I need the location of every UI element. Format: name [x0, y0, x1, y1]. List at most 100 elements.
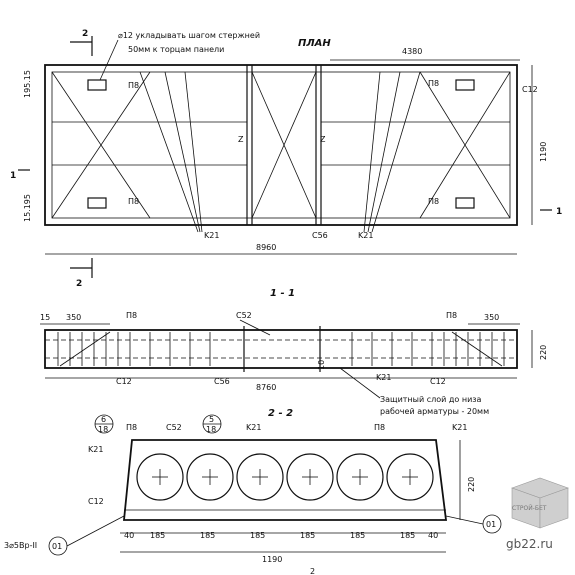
s22-dim-6: 185: [400, 531, 415, 540]
plan-k21-1: K21: [204, 231, 219, 240]
s11-c56: C56: [214, 377, 230, 386]
plan-k21-2: K21: [358, 231, 373, 240]
plan-fan-5: [367, 71, 401, 233]
plan-c12: C12: [522, 85, 538, 94]
plan-fan-2: [164, 71, 201, 233]
plan-c56: C56: [312, 231, 328, 240]
s22-mark-01-right-leader: [445, 515, 484, 525]
plan-fan-1: [139, 71, 199, 233]
s11-cover-note-1: Защитный слой до низа: [380, 395, 482, 404]
s22-dim-4: 185: [300, 531, 315, 540]
section-2-2: 2 - 2 6 18 5 18 П8 C52 K21 П8 K21 K21 C1…: [4, 408, 502, 575]
s22-p8-right: П8: [374, 423, 385, 432]
s11-dim-350-right: 350: [484, 313, 499, 322]
s11-cover-note-2: рабочей арматуры - 20мм: [380, 407, 489, 416]
s11-mark-10: 10: [317, 360, 326, 370]
s11-k21: K21: [376, 373, 391, 382]
s22-mark-01-left-leader: [66, 515, 125, 547]
plan-cut-top-label: 2: [82, 29, 88, 39]
plan-brace-6: [419, 71, 511, 219]
callout-6-top: 6: [101, 415, 106, 424]
s11-p8-right: П8: [446, 311, 457, 320]
s22-dim-0: 40: [124, 531, 134, 540]
plan-z-mark-1: Z: [238, 135, 244, 144]
s11-p8-left: П8: [126, 311, 137, 320]
watermark-site: gb22.ru: [506, 537, 553, 551]
s11-cover-leader: [339, 367, 381, 399]
watermark-logo-text: СТРОЙ-БЕТ: [512, 505, 547, 512]
s22-void-2: [186, 453, 234, 501]
s22-void-3: [236, 453, 284, 501]
callout-6-bottom: 18: [98, 425, 108, 434]
s22-void-circle-5: [336, 453, 384, 501]
s22-c52: C52: [166, 423, 182, 432]
plan-brace-2: [51, 71, 151, 219]
s22-k21-left: K21: [88, 445, 103, 454]
s22-slab-outline: [123, 439, 448, 521]
plan-note-leader: [99, 39, 119, 81]
plan-dim-left-bottom: 15.195: [23, 194, 32, 222]
plan-fan-4: [363, 71, 381, 233]
s22-void-6: [386, 453, 434, 501]
s11-body: [44, 329, 518, 369]
plan-z-mark-2: Z: [320, 135, 326, 144]
watermark: СТРОЙ-БЕТ gb22.ru: [506, 477, 569, 551]
plan-dim-width: 1190: [539, 142, 548, 162]
plan-note-line2: 50мм к торцам панели: [128, 45, 224, 54]
s22-void-circle-4: [286, 453, 334, 501]
plan-dim-right-top: 4380: [402, 47, 422, 56]
plan-p8-1: П8: [128, 81, 139, 90]
s22-mark-01-left: 01: [52, 542, 62, 551]
s22-c12: C12: [88, 497, 104, 506]
s22-void-1: [136, 453, 184, 501]
s22-void-circle-6: [386, 453, 434, 501]
plan-note-line1: ⌀12 укладывать шагом стержней: [118, 31, 260, 40]
plan-loop-3: [455, 79, 475, 91]
plan-outline: [44, 64, 518, 226]
plan-cut-left-label: 1: [10, 171, 16, 181]
plan-p8-3: П8: [428, 79, 439, 88]
plan-cut-bot-label: 2: [76, 279, 82, 289]
s22-rebar-label: 3⌀5Вр-II: [4, 541, 37, 550]
plan-fan-6: [371, 71, 421, 233]
plan-loop-4: [455, 197, 475, 209]
plan-p8-4: П8: [428, 197, 439, 206]
s22-dim-7: 40: [428, 531, 438, 540]
s11-dim-350-left: 350: [66, 313, 81, 322]
s22-dim-5: 185: [350, 531, 365, 540]
s11-c52-leader: [239, 319, 271, 336]
plan-view: ПЛАН ⌀12 укладывать шагом стержней 50мм …: [10, 29, 562, 289]
watermark-logo-right: [539, 487, 569, 529]
s22-dim-height: 220: [467, 477, 476, 492]
plan-p8-2: П8: [128, 197, 139, 206]
s22-void-circle-1: [136, 453, 184, 501]
plan-brace-4: [251, 71, 317, 219]
s22-p8-left: П8: [126, 423, 137, 432]
s22-dim-3: 185: [250, 531, 265, 540]
s11-c12-left: C12: [116, 377, 132, 386]
plan-loop-2: [87, 197, 107, 209]
plan-cut-right-label: 1: [556, 207, 562, 217]
callout-5-bottom: 18: [206, 425, 216, 434]
plan-inner-outline: [51, 71, 511, 219]
s22-k21-top: K21: [246, 423, 261, 432]
s11-dim-15: 15: [40, 313, 50, 322]
s22-dim-2: 185: [200, 531, 215, 540]
s11-diag-1: [59, 331, 111, 367]
plan-dim-total: 8960: [256, 243, 276, 252]
s11-diag-2: [451, 331, 503, 367]
section-1-1: 1 - 1 15 350 350 П8 П8 C52: [40, 288, 548, 416]
s22-void-5: [336, 453, 384, 501]
s22-void-4: [286, 453, 334, 501]
s22-cut-mark: 2: [310, 567, 315, 575]
callout-5-top: 5: [209, 415, 214, 424]
section-2-2-title: 2 - 2: [268, 408, 293, 419]
s11-c52: C52: [236, 311, 252, 320]
s22-void-circle-2: [186, 453, 234, 501]
s22-dim-total: 1190: [262, 555, 282, 564]
s11-dim-length: 8760: [256, 383, 276, 392]
s22-dim-1: 185: [150, 531, 165, 540]
s11-dim-height: 220: [539, 345, 548, 360]
s22-mark-01-right: 01: [486, 520, 496, 529]
